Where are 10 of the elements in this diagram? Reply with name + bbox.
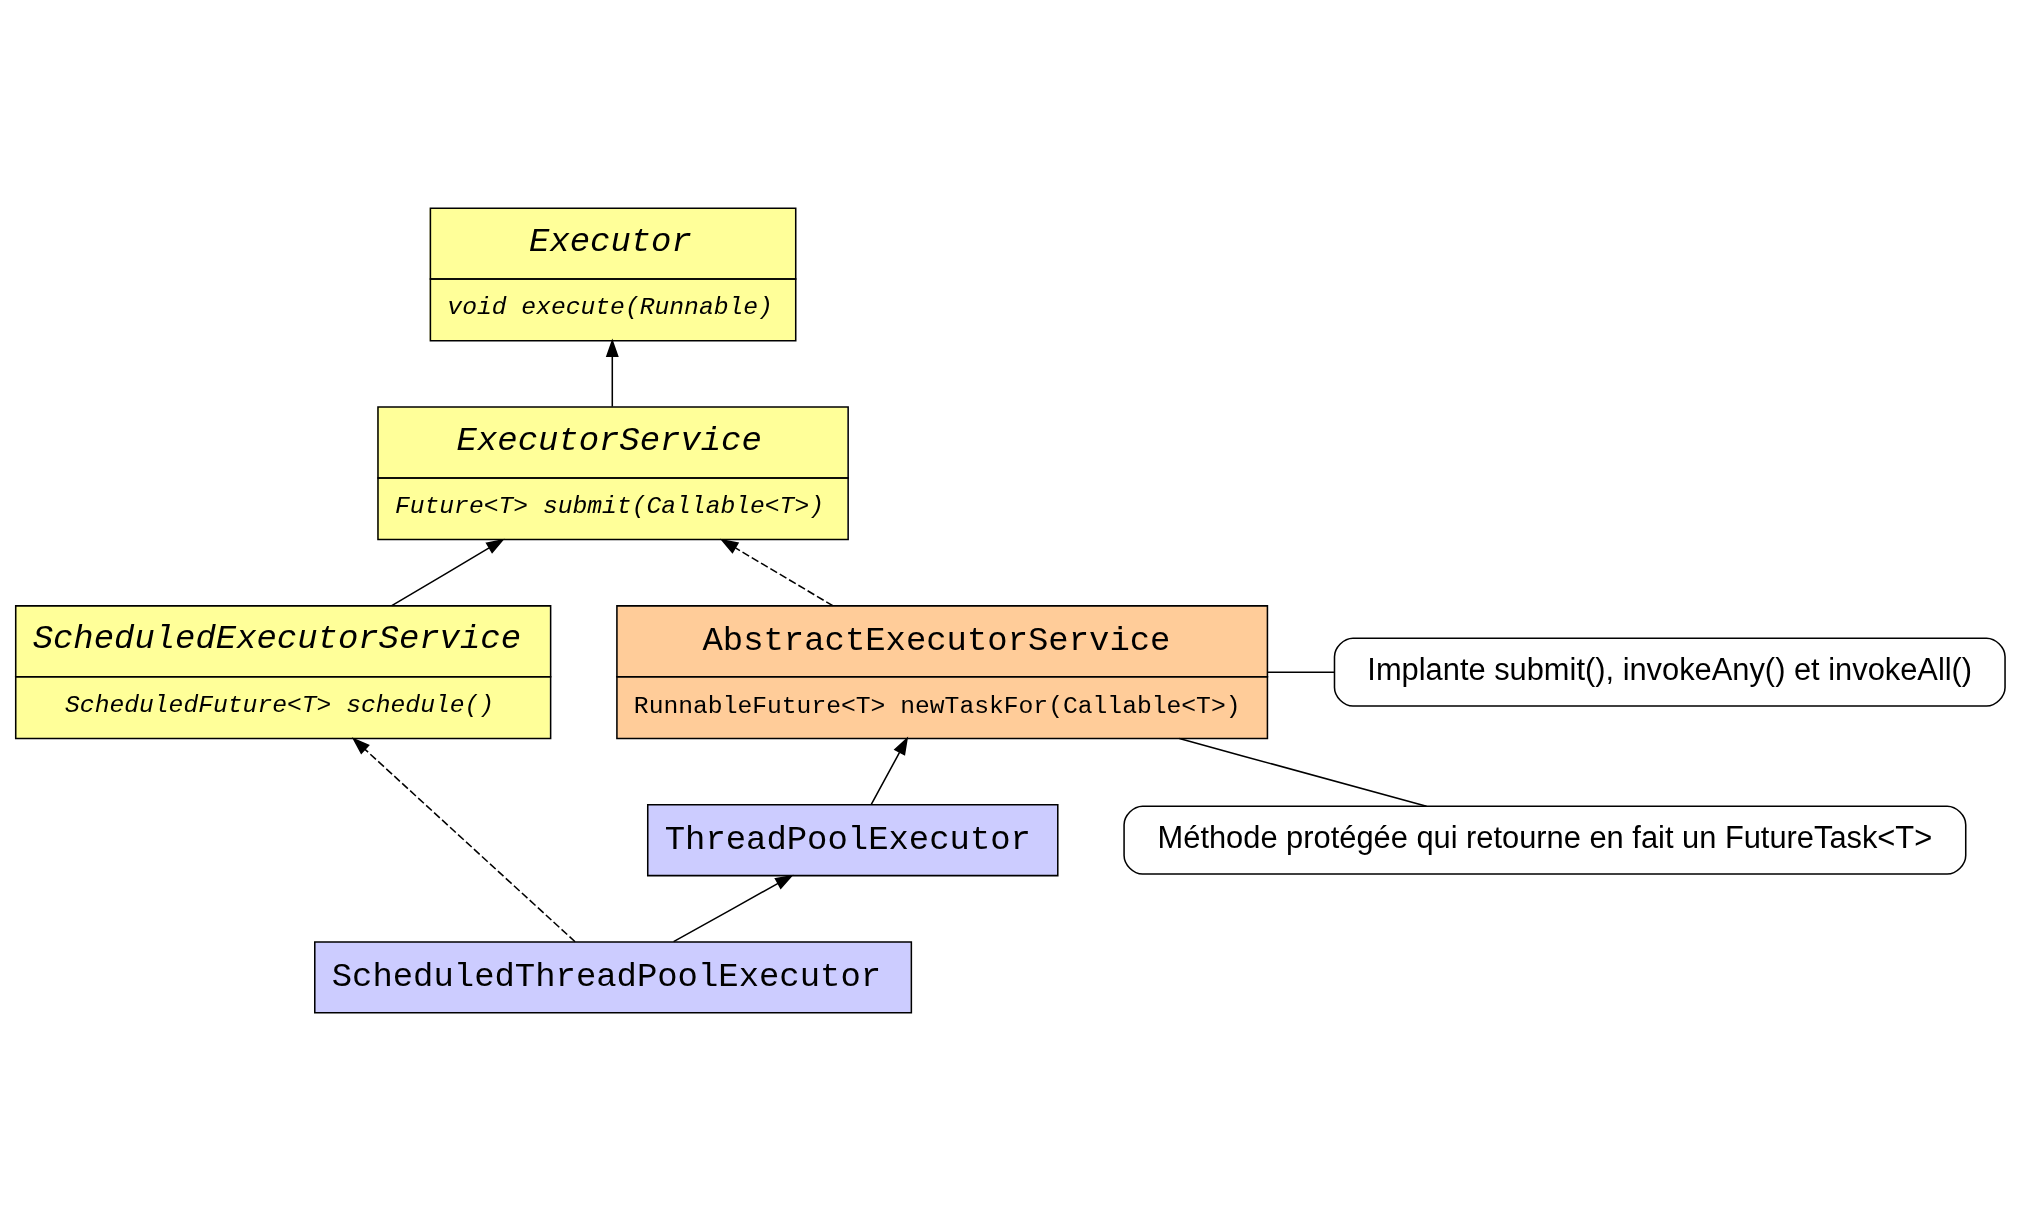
node-box: Méthode protégée qui retourne en fait un FutureTask<T> bbox=[1123, 805, 1967, 875]
node-box: Implante submit(), invokeAny() et invokeAll() bbox=[1333, 637, 2006, 707]
arrow bbox=[719, 538, 834, 606]
connector bbox=[1266, 670, 1336, 673]
arrow bbox=[672, 874, 794, 942]
connector bbox=[1178, 737, 1428, 807]
arrow bbox=[870, 735, 909, 805]
arrow bbox=[391, 538, 505, 606]
arrow bbox=[351, 736, 576, 943]
arrow bbox=[605, 338, 619, 407]
